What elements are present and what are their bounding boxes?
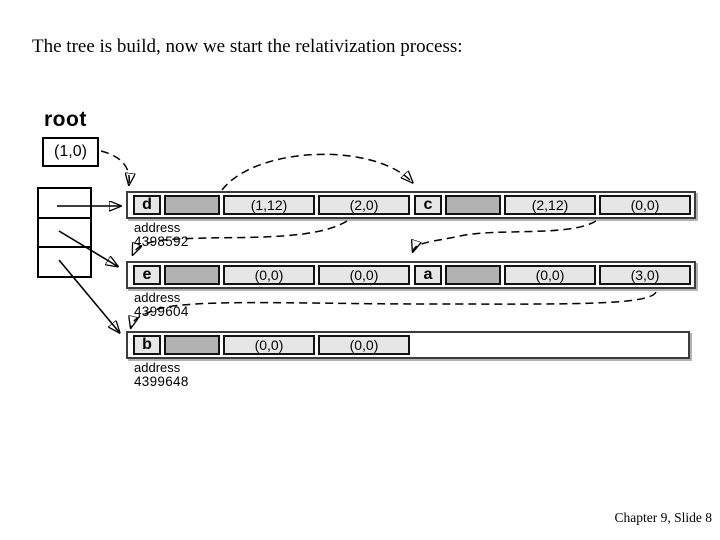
address-value: 4399604 [134,304,189,319]
node-d-pointer-cell [164,195,220,215]
node-b: b (0,0) (0,0) [133,335,410,355]
heap-row-3: b (0,0) (0,0) [126,331,690,359]
node-a-pointer-cell [445,265,501,285]
node-b-slot-1: (0,0) [318,335,410,355]
root-value-box: (1,0) [42,137,99,167]
node-c-slot-1: (0,0) [599,195,691,215]
slide-title: The tree is build, now we start the rela… [32,36,463,57]
address-label: address [134,220,181,235]
slide-footer: Chapter 9, Slide 8 [614,510,713,525]
address-value: 4398592 [134,234,189,249]
arrow-c-slot0-to-a [413,220,597,251]
node-a-slot-1: (3,0) [599,265,691,285]
arrow-root-value-to-d-row [100,150,129,184]
node-d-slot-0: (1,12) [223,195,315,215]
node-c-slot-0: (2,12) [504,195,596,215]
node-a-name: a [414,265,442,285]
root-value: (1,0) [54,143,87,160]
root-pointer-table [37,187,92,278]
node-c-pointer-cell [445,195,501,215]
node-b-name: b [133,335,161,355]
node-b-pointer-cell [164,335,220,355]
node-e: e (0,0) (0,0) [133,265,410,285]
node-a: a (0,0) (3,0) [414,265,691,285]
heap-row-2: e (0,0) (0,0) a (0,0) (3,0) [126,261,696,289]
address-row-3: address 4399648 [134,361,189,388]
node-c-name: c [414,195,442,215]
address-row-2: address 4399604 [134,291,189,318]
address-label: address [134,290,181,305]
address-row-1: address 4398592 [134,221,189,248]
node-d-name: d [133,195,161,215]
root-pointer-slot-1 [39,216,90,247]
arrow-a-slot1-to-b-row [131,291,657,327]
address-value: 4399648 [134,374,189,389]
node-e-name: e [133,265,161,285]
root-pointer-slot-2 [39,246,90,276]
address-label: address [134,360,181,375]
node-e-slot-1: (0,0) [318,265,410,285]
node-a-slot-0: (0,0) [504,265,596,285]
node-d: d (1,12) (2,0) [133,195,410,215]
node-b-slot-0: (0,0) [223,335,315,355]
arrow-d-slot0-to-c [221,153,412,191]
node-c: c (2,12) (0,0) [414,195,691,215]
root-label: root [44,108,87,131]
node-e-pointer-cell [164,265,220,285]
root-pointer-slot-0 [39,189,90,217]
heap-row-1: d (1,12) (2,0) c (2,12) (0,0) [126,191,696,219]
node-e-slot-0: (0,0) [223,265,315,285]
node-d-slot-1: (2,0) [318,195,410,215]
